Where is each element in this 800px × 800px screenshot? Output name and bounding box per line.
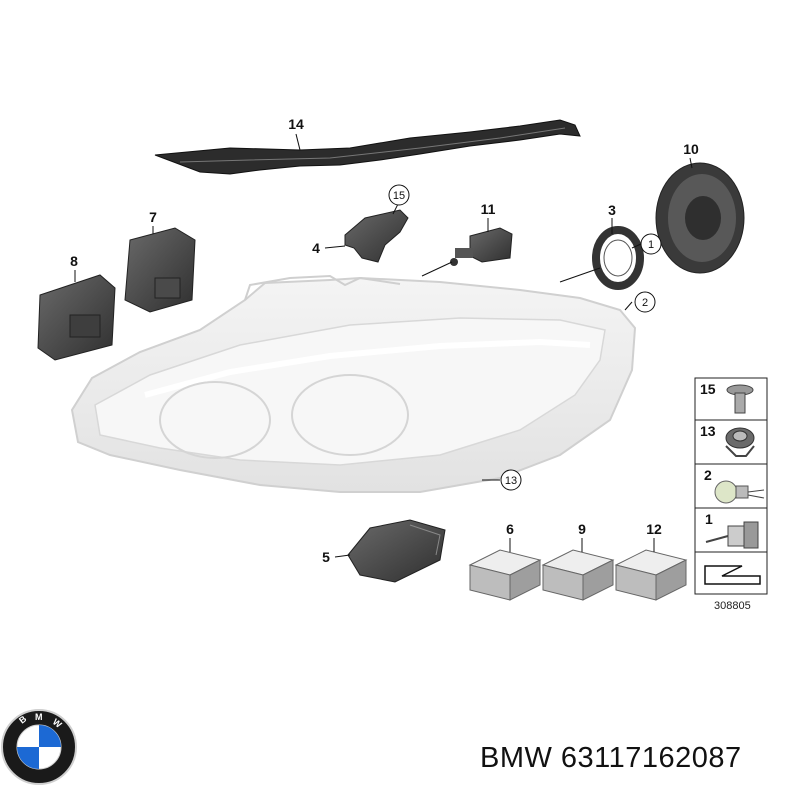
part-5-led-module — [347, 519, 446, 583]
part-4-bracket — [344, 209, 409, 263]
part-6-box — [468, 549, 542, 601]
legend-label-1: 1 — [705, 511, 713, 527]
part-12-box — [614, 549, 688, 601]
clip-icon — [725, 427, 755, 457]
label-15-circle — [388, 184, 410, 206]
part-8-ballast — [37, 274, 116, 361]
part-caption: BMW 63117162087 — [480, 742, 742, 774]
legend-label-13: 13 — [700, 423, 716, 439]
label-2-circle — [634, 291, 656, 313]
bmw-logo: B M W — [1, 709, 77, 785]
bulb-icon — [714, 480, 765, 504]
svg-text:B: B — [17, 713, 29, 725]
label-6: 6 — [506, 521, 514, 537]
part-11-adjuster — [450, 227, 513, 266]
leader-lines — [74, 133, 693, 558]
label-14: 14 — [288, 116, 304, 132]
label-1: 1 — [648, 239, 654, 251]
legend-panel: 15 13 2 1 308805 — [694, 377, 768, 612]
part-14-seal-strip — [154, 119, 581, 175]
label-2: 2 — [642, 297, 648, 309]
xenon-bulb-icon — [705, 521, 759, 549]
legend-label-2: 2 — [704, 467, 712, 483]
part-10-cover-cap — [655, 162, 745, 274]
label-1-circle — [640, 233, 662, 255]
part-labels: 14 15 4 11 3 1 2 10 7 8 13 5 6 9 12 — [70, 116, 699, 565]
part-9-box — [541, 549, 615, 601]
label-4: 4 — [312, 240, 320, 256]
part-7-control-unit — [124, 227, 196, 313]
label-13-circle — [500, 469, 522, 491]
label-3: 3 — [608, 202, 616, 218]
label-11: 11 — [481, 201, 496, 217]
label-5: 5 — [322, 549, 330, 565]
headlight-housing — [70, 274, 637, 493]
label-8: 8 — [70, 253, 78, 269]
label-10: 10 — [683, 141, 699, 157]
label-9: 9 — [578, 521, 586, 537]
diagram-ref-number: 308805 — [714, 600, 751, 612]
label-13: 13 — [505, 475, 517, 487]
arrow-icon — [704, 565, 761, 585]
legend-label-15: 15 — [700, 381, 716, 397]
screw-icon — [726, 384, 754, 414]
label-7: 7 — [149, 209, 157, 225]
label-15: 15 — [393, 190, 405, 202]
part-3-bulb-holder — [592, 226, 644, 290]
label-12: 12 — [646, 521, 662, 537]
svg-text:M: M — [35, 712, 43, 722]
